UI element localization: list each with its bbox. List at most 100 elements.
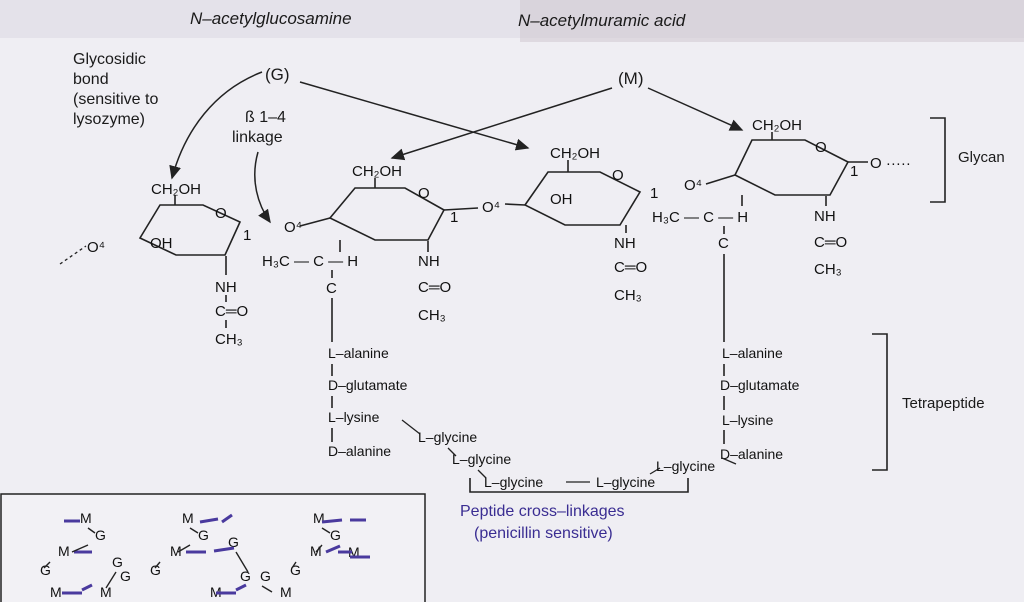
legend-peptide-bar-2 <box>199 517 219 524</box>
legend-glycan-link-3 <box>177 544 191 553</box>
left-pep-1: D–glutamate <box>328 377 408 393</box>
crosslink-label-1: Peptide cross–linkages <box>460 503 625 520</box>
legend-peptide-bar-5 <box>321 518 343 524</box>
ring-4-ch2oh: CH₂OH <box>752 117 802 134</box>
ring-1-chain-dash <box>59 245 87 265</box>
gly-link-0 <box>401 419 421 435</box>
ring-3-ch2oh: CH₂OH <box>550 145 600 162</box>
ring-2-3-link-b <box>504 203 526 206</box>
ring-2-ch2oh: CH₂OH <box>352 163 402 180</box>
ring-2-ceq: C═O <box>418 279 451 296</box>
glycosidic-label-1: Glycosidic <box>73 51 146 68</box>
right-pep-1: D–glutamate <box>720 377 800 393</box>
legend-m-10: M <box>310 543 322 559</box>
ring-1-o4-link: O⁴ <box>284 219 302 236</box>
ring-4-c1: 1 <box>850 163 858 180</box>
ring-1-oh: OH <box>150 235 173 252</box>
legend-m-19: M <box>280 584 292 600</box>
header-band-right <box>520 0 1024 42</box>
ring-1-o: O <box>215 205 227 222</box>
ring-2-c: C <box>326 280 337 297</box>
glycan-bracket <box>930 117 946 203</box>
legend-glycan-link-6 <box>43 561 51 569</box>
tetrapeptide-label: Tetrapeptide <box>902 395 985 412</box>
legend-m-6: M <box>170 543 182 559</box>
right-pep-3: D–alanine <box>720 446 783 462</box>
ring-4-c: C <box>718 235 729 252</box>
ring-3-ceq: C═O <box>614 259 647 276</box>
ring-4-o: O <box>815 139 827 156</box>
ring-2-c1: 1 <box>450 209 458 226</box>
arrow-g-ring3 <box>299 81 530 151</box>
legend-g-21: G <box>260 568 271 584</box>
legend-frame <box>0 493 426 602</box>
glycan-label: Glycan <box>958 149 1005 166</box>
ring-1-o4: O⁴ <box>87 239 105 256</box>
legend-glycan-link-11 <box>261 585 273 593</box>
gly-link-4 <box>649 467 661 475</box>
legend-g-20: G <box>240 568 251 584</box>
legend-glycan-link-2 <box>189 527 199 534</box>
ring-4-o-dash: O ····· <box>870 155 911 172</box>
gly-link-2 <box>477 469 487 479</box>
ring-3-oh: OH <box>550 191 573 208</box>
ring-1-ch2oh: CH₂OH <box>151 181 201 198</box>
legend-glycan-link-4 <box>321 527 331 534</box>
legend-m-15: M <box>50 584 62 600</box>
right-pep-2: L–lysine <box>722 412 774 428</box>
legend-g-9: G <box>330 527 341 543</box>
legend-m-18: M <box>210 584 222 600</box>
nam-header: N–acetylmuramic acid <box>518 11 686 30</box>
crosslink-bracket <box>469 478 689 493</box>
arrow-m-ring2 <box>390 87 613 161</box>
g-marker: (G) <box>265 65 290 84</box>
left-pep-2: L–lysine <box>328 409 380 425</box>
legend-g-1: G <box>95 527 106 543</box>
ring-2-3-link <box>443 207 479 211</box>
ring-1-c1: 1 <box>243 227 251 244</box>
ring-3-4-link <box>705 174 736 185</box>
glycine-4: L–glycine <box>656 458 715 474</box>
ring-3-ch3: CH₃ <box>614 287 642 304</box>
legend-peptide-bar-10 <box>81 583 93 592</box>
m-marker: (M) <box>618 69 643 88</box>
ring-1-2-link <box>299 217 331 227</box>
legend-glycan-link-9 <box>105 571 117 589</box>
legend-g-12: G <box>112 554 123 570</box>
crosslink-label-2: (penicillin sensitive) <box>474 525 613 542</box>
legend-m-8: M <box>313 510 325 526</box>
legend-g-3: G <box>40 562 51 578</box>
gly-link-1 <box>447 447 457 457</box>
glycine-2: L–glycine <box>484 474 543 490</box>
ring-2-nh: NH <box>418 253 440 270</box>
ring-4-ceq: C═O <box>814 234 847 251</box>
left-pep-0: L–alanine <box>328 345 389 361</box>
legend-glycan-link-0 <box>87 527 96 534</box>
legend-peptide-bar-4 <box>221 513 233 524</box>
left-pep-3: D–alanine <box>328 443 391 459</box>
legend-m-0: M <box>80 510 92 526</box>
legend-g-17: G <box>120 568 131 584</box>
legend-m-4: M <box>182 510 194 526</box>
ring-2-o: O <box>418 185 430 202</box>
glycine-3: L–glycine <box>596 474 655 490</box>
linkage-label: linkage <box>232 129 283 146</box>
legend-glycan-link-8 <box>291 561 297 569</box>
ring-2-ch3: CH₃ <box>418 307 446 324</box>
ring-4-lactyl: H₃C — C — H <box>652 209 748 226</box>
legend-glycan-link-1 <box>71 544 89 553</box>
legend-peptide-bar-13 <box>213 546 235 553</box>
legend-m-14: M <box>348 544 360 560</box>
right-pep-0: L–alanine <box>722 345 783 361</box>
legend-peptide-bar-14 <box>325 544 341 554</box>
nag-header: N–acetylglucosamine <box>190 9 352 28</box>
legend-glycan-link-7 <box>154 561 161 569</box>
tetrapeptide-bracket <box>872 333 888 471</box>
legend-g-13: G <box>228 534 239 550</box>
ring-1-nh: NH <box>215 279 237 296</box>
legend-glycan-link-5 <box>315 544 323 553</box>
ring-2-lactyl: H₃C — C — H <box>262 253 358 270</box>
